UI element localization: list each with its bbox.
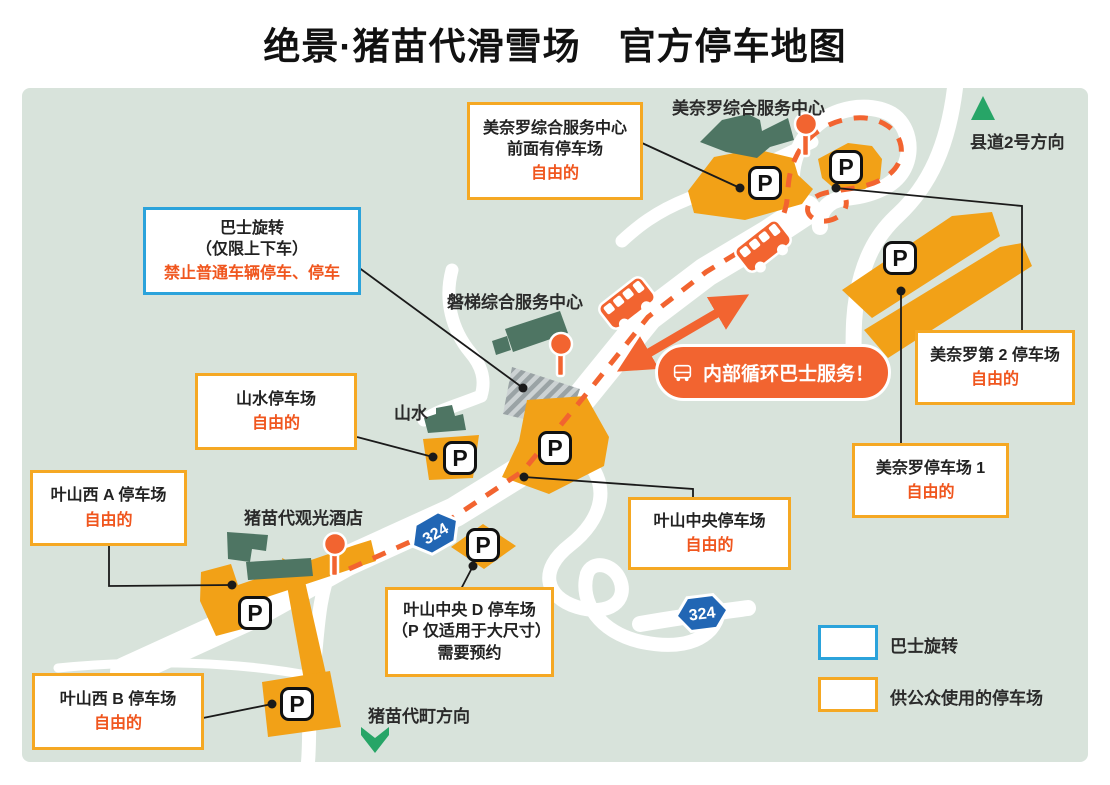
callout-line: 前面有停车场	[506, 140, 603, 158]
callout-hayama-west-b: 叶山西 B 停车场 自由的	[32, 673, 204, 750]
callout-minero-no2: 美奈罗第 2 停车场 自由的	[915, 330, 1075, 405]
minero-no1-lot-upper	[842, 212, 1000, 318]
legend-label-public-parking: 供公众使用的停车场	[890, 689, 1043, 708]
north-direction-arrow-icon	[971, 96, 995, 120]
callout-note: 自由的	[84, 511, 133, 529]
route-shield-324-a: 324	[410, 510, 460, 556]
west-b-road	[53, 658, 317, 681]
bus-icon	[673, 364, 692, 381]
callout-hayama-central-d: 叶山中央 D 停车场 （P 仅适用于大尺寸） 需要预约	[385, 587, 554, 677]
shuttle-bus-icon-2	[734, 219, 792, 273]
parking-p-icon: P	[538, 431, 572, 465]
parking-p-icon: P	[829, 150, 863, 184]
callout-line: 叶山中央 D 停车场	[403, 602, 536, 620]
legend-label-bus-rotary: 巴士旋转	[890, 637, 958, 656]
callout-note: 自由的	[685, 537, 734, 554]
parking-p-icon: P	[466, 528, 500, 562]
callout-hayama-west-a: 叶山西 A 停车场 自由的	[30, 470, 187, 546]
callout-minero-front: 美奈罗综合服务中心 前面有停车场 自由的	[467, 102, 643, 200]
buildings	[227, 114, 794, 580]
minero-center-building	[700, 114, 794, 158]
callout-connectors	[108, 142, 1023, 719]
bandai-center-annex	[492, 336, 511, 355]
shuttle-route	[347, 115, 904, 572]
legend-swatch-public-parking	[818, 677, 878, 712]
bus-stop-markers	[322, 111, 819, 578]
callout-line: 美奈罗第 2 停车场	[930, 346, 1060, 364]
minero-center-label: 美奈罗综合服务中心	[672, 99, 825, 118]
parking-p-icon: P	[280, 687, 314, 721]
parking-p-icon: P	[748, 166, 782, 200]
two-way-arrow	[616, 294, 750, 372]
inawashiro-town-label: 猪苗代町方向	[368, 707, 470, 726]
parking-p-icon: P	[238, 596, 272, 630]
parking-p-icon: P	[443, 441, 477, 475]
callout-line: 巴士旋转	[219, 219, 284, 237]
callout-line: 山水停车场	[235, 390, 316, 408]
sansui-label: 山水	[394, 404, 428, 423]
callout-sansui-parking: 山水停车场 自由的	[195, 373, 357, 450]
callout-hayama-central: 叶山中央停车场 自由的	[628, 497, 791, 570]
callout-line: 叶山中央停车场	[653, 512, 766, 530]
route-shield-324-b: 324	[674, 592, 730, 634]
hotel-label: 猪苗代观光酒店	[244, 509, 363, 528]
callout-note: 自由的	[251, 415, 300, 432]
county-road-2	[843, 80, 963, 380]
hayama-west-a-strip	[282, 558, 326, 680]
sansui-building	[424, 405, 466, 433]
callout-note: 自由的	[970, 371, 1019, 388]
callout-note: 自由的	[906, 484, 955, 501]
hotel-building-2	[246, 558, 313, 580]
minero-no1-lot-lower	[864, 243, 1032, 358]
winding-road-2	[578, 567, 726, 652]
bandai-road-1	[442, 263, 490, 403]
callout-minero-no1: 美奈罗停车场 1 自由的	[852, 443, 1009, 518]
callout-note: 禁止普通车辆停车、停车	[163, 265, 340, 283]
shuttle-badge-label: 内部循环巴士服务！	[702, 364, 874, 385]
callout-line: （P 仅适用于大尺寸）	[392, 623, 551, 641]
hotel-building-1	[227, 532, 268, 562]
callout-line: 美奈罗综合服务中心	[482, 119, 627, 137]
callout-line: 叶山西 B 停车场	[59, 690, 177, 708]
callout-note: 自由的	[93, 715, 142, 732]
legend-swatch-bus-rotary	[818, 625, 878, 660]
callout-line: 美奈罗停车场 1	[875, 459, 986, 477]
bandai-center-building	[505, 311, 568, 352]
connector-dots	[227, 183, 906, 709]
shuttle-bus-icon-1	[598, 276, 656, 330]
callout-line: 叶山西 A 停车场	[50, 487, 167, 505]
page-title: 绝景·猪苗代滑雪场 官方停车地图	[263, 26, 847, 67]
parking-p-icon: P	[883, 241, 917, 275]
callout-line: 需要预约	[437, 644, 502, 662]
south-direction-arrow-icon	[361, 727, 389, 753]
shuttle-bus-badge: 内部循环巴士服务！	[655, 344, 891, 401]
callout-bus-rotary: 巴士旋转 （仅限上下车） 禁止普通车辆停车、停车	[143, 207, 361, 295]
kendo2-direction-label: 县道2号方向	[970, 133, 1065, 152]
winding-road-1	[542, 445, 629, 617]
bandai-center-label: 磐梯综合服务中心	[447, 293, 583, 312]
route-shield-number: 324	[688, 604, 717, 624]
callout-line: （仅限上下车）	[195, 240, 308, 258]
callout-note: 自由的	[530, 165, 579, 183]
